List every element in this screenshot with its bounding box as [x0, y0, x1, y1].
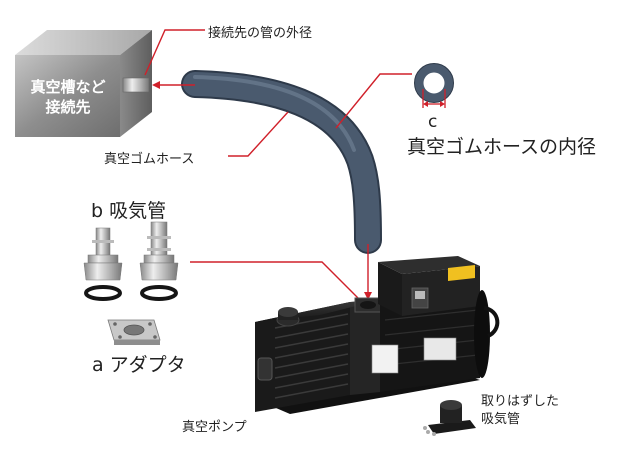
leader-lines — [144, 29, 412, 301]
hose-label: 真空ゴムホース — [104, 152, 195, 167]
vacuum-chamber — [15, 30, 152, 137]
adapter-a — [107, 319, 161, 345]
intake-pipe-b-right — [139, 221, 179, 301]
intake-pipe-b-label: b 吸気管 — [91, 200, 167, 222]
pump-label: 真空ポンプ — [182, 420, 247, 435]
chamber-label-line2: 接続先 — [45, 98, 91, 116]
c-label: c — [428, 112, 438, 132]
removed-intake-pipe — [423, 400, 476, 436]
chamber-label: 真空槽など 接続先 — [18, 77, 118, 117]
connection-pipe — [122, 77, 150, 93]
removed-intake-label-line1: 取りはずした — [481, 394, 560, 409]
outer-diameter-label: 接続先の管の外径 — [208, 26, 313, 41]
arrow-to-pipe — [152, 81, 160, 89]
adapter-a-label: a アダプタ — [92, 354, 186, 376]
hose-highlight — [193, 75, 356, 152]
pump-cylinder — [255, 302, 350, 412]
removed-intake-label: 取りはずした 吸気管 — [481, 393, 559, 429]
chamber-label-line1: 真空槽など — [30, 78, 106, 96]
vacuum-pump — [255, 256, 500, 414]
hose-cross-section — [414, 63, 454, 103]
inner-diameter-label: 真空ゴムホースの内径 — [407, 136, 597, 158]
intake-pipe-b-left — [83, 227, 123, 301]
inner-diameter-marker — [422, 89, 446, 108]
removed-intake-label-line2: 吸気管 — [481, 412, 521, 427]
arrow-to-pump — [364, 292, 372, 300]
vacuum-hose — [183, 72, 380, 252]
